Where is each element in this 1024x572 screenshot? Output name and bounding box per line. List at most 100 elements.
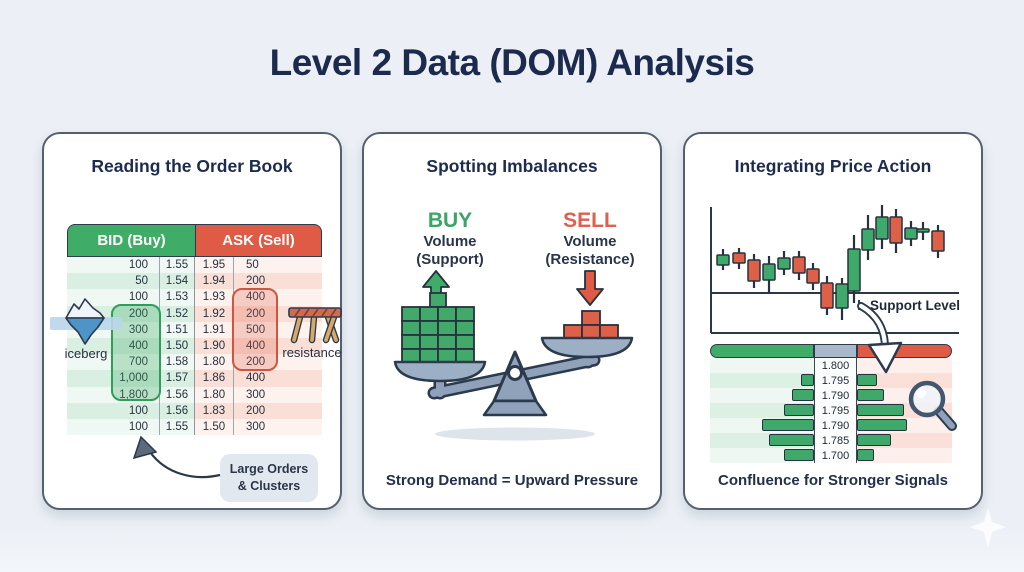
order-book-cell-bid_price: 1.57 (160, 370, 195, 387)
order-book-cell-bid_price: 1.58 (160, 354, 195, 371)
order-book-cell-bid_price: 1.53 (160, 289, 195, 306)
ask-header-cell: ASK (Sell) (195, 224, 322, 257)
ladder-ask-segment (857, 344, 952, 358)
bid-depth-zone (710, 418, 814, 433)
ask-depth-bar (857, 434, 891, 446)
ladder-spread-segment (814, 344, 857, 358)
order-book-cell-ask_size: 200 (234, 402, 322, 419)
order-book-cell-ask_price: 1.83 (195, 402, 234, 419)
buy-word: BUY (427, 209, 473, 232)
bid-header-cell: BID (Buy) (67, 224, 195, 257)
ask-depth-bar (857, 404, 904, 416)
order-book-cell-bid_size: 100 (67, 402, 160, 419)
resistance-barrier-icon (288, 307, 342, 344)
resistance-label: resistance (282, 345, 342, 360)
bid-depth-bar (784, 449, 814, 461)
order-book-cell-bid_size: 100 (67, 418, 160, 436)
bid-depth-zone (710, 388, 814, 403)
magnifier-icon (908, 380, 957, 431)
dom-ladder-row: 1.790 (710, 388, 952, 403)
bid-depth-bar (769, 434, 814, 446)
ask-depth-zone (857, 418, 952, 433)
ask-depth-zone (857, 433, 952, 448)
iceberg-icon (50, 298, 122, 345)
order-book-cell-bid_size: 100 (67, 257, 160, 274)
order-book-cell-bid_price: 1.56 (160, 402, 195, 419)
dom-ladder-row: 1.785 (710, 433, 952, 448)
bid-depth-zone (710, 433, 814, 448)
ladder-bid-segment (710, 344, 814, 358)
callout-line-1: Large Orders (229, 462, 309, 476)
callout-line-2: & Clusters (237, 478, 301, 493)
bid-depth-bar (784, 404, 814, 416)
panel3-caption: Confluence for Stronger Signals (717, 472, 949, 489)
panel-integrating-price-action: Integrating Price Action Support Level 1… (683, 132, 983, 510)
order-book-cell-bid_size: 100 (67, 289, 160, 306)
panel2-title: Spotting Imbalances (426, 156, 598, 176)
ask-depth-zone (857, 358, 952, 373)
order-book-cell-bid_price: 1.56 (160, 386, 195, 403)
order-book-cell-ask_size: 300 (234, 418, 322, 436)
page-title: Level 2 Data (DOM) Analysis (269, 42, 755, 83)
dom-ladder-row: 1.790 (710, 418, 952, 433)
ask-depth-bar (857, 389, 884, 401)
iceberg-label: iceberg (64, 346, 108, 361)
sell-word: SELL (563, 209, 617, 232)
bid-depth-zone (710, 403, 814, 418)
order-book-cell-bid_price: 1.54 (160, 273, 195, 290)
buy-line2: Volume (423, 233, 477, 251)
bid-depth-zone (710, 358, 814, 373)
order-book-cell-bid_price: 1.55 (160, 257, 195, 274)
buy-volume-label: BUY Volume (Support) (390, 208, 510, 269)
order-book-cell-ask_size: 300 (234, 386, 322, 403)
panel1-title: Reading the Order Book (91, 156, 293, 176)
buy-line3: (Support) (416, 251, 484, 269)
ladder-price: 1.790 (814, 388, 857, 403)
order-book-cell-bid_price: 1.52 (160, 305, 195, 322)
order-book-header: BID (Buy) ASK (Sell) (67, 224, 322, 257)
ask-depth-bar (857, 374, 877, 386)
large-orders-callout: Large Orders & Clusters (220, 454, 318, 502)
order-book-cell-bid_price: 1.50 (160, 337, 195, 355)
sparkle-icon (970, 508, 1006, 548)
order-book-cell-bid_price: 1.55 (160, 418, 195, 436)
ladder-price: 1.800 (814, 358, 857, 373)
ask-cluster-highlight (232, 288, 278, 371)
order-book-cell-ask_size: 400 (234, 289, 322, 306)
support-level-label: Support Level (869, 298, 960, 313)
panel2-caption: Strong Demand = Upward Pressure (385, 472, 639, 489)
ask-depth-bar (857, 419, 907, 431)
panel3-title: Integrating Price Action (734, 156, 932, 176)
order-book-cell-ask_price: 1.95 (195, 257, 234, 274)
ladder-price: 1.700 (814, 448, 857, 463)
sell-line2: Volume (563, 233, 617, 251)
ask-depth-zone (857, 448, 952, 463)
ask-depth-bar (857, 449, 874, 461)
order-book-cell-ask_size: 200 (234, 354, 322, 371)
bid-depth-zone (710, 373, 814, 388)
panel-reading-order-book: Reading the Order Book BID (Buy) ASK (Se… (42, 132, 342, 510)
order-book-cell-bid_price: 1.51 (160, 321, 195, 338)
bid-depth-bar (801, 374, 814, 386)
bid-depth-bar (762, 419, 814, 431)
dom-ladder-row: 1.700 (710, 448, 952, 463)
order-book-cell-bid_size: 700 (67, 354, 160, 371)
ladder-price: 1.790 (814, 418, 857, 433)
order-book-cell-ask_size: 50 (234, 257, 322, 274)
bid-depth-zone (710, 448, 814, 463)
order-book-cell-ask_price: 1.86 (195, 370, 234, 387)
order-book-cell-ask_size: 400 (234, 370, 322, 387)
dom-ladder-row: 1.800 (710, 358, 952, 373)
balance-scale-icon (393, 292, 634, 441)
panel-spotting-imbalances: Spotting Imbalances BUY Volume (Support)… (362, 132, 662, 510)
